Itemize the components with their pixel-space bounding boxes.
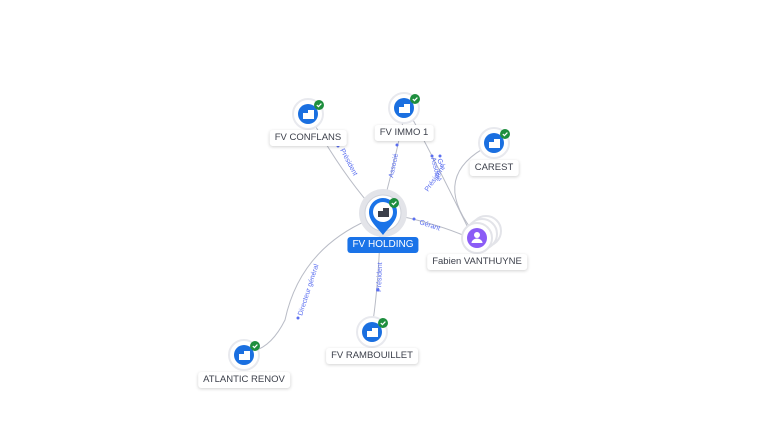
node-label-fv-immo1[interactable]: FV IMMO 1 (374, 125, 434, 141)
building-icon (303, 110, 314, 119)
check-icon (500, 129, 510, 139)
edge-arrows (296, 143, 442, 320)
node-label-fv-conflans[interactable]: FV CONFLANS (269, 130, 347, 146)
edge-holding-atlantic (247, 219, 369, 353)
building-icon (378, 208, 389, 217)
edge-label-fabien-holding: Gérant (418, 219, 441, 232)
edge-fabien-holding (399, 215, 466, 237)
node-label-carest[interactable]: CAREST (469, 160, 519, 176)
edge-label-holding-immo1: Associé (388, 153, 400, 179)
edge-label-holding-atlantic: Directeur général (297, 263, 320, 317)
node-label-fabien-vanthuyne[interactable]: Fabien VANTHUYNE (427, 254, 527, 270)
node-label-fv-holding[interactable]: FV HOLDING (347, 237, 419, 253)
node-fv-holding[interactable] (359, 189, 407, 237)
person-icon (471, 232, 483, 243)
node-fv-conflans[interactable] (292, 98, 324, 130)
edge-label-holding-rambouillet: Président (376, 262, 384, 292)
edge-label-fabien-immo1-a: Gé (435, 158, 446, 170)
node-carest[interactable] (478, 127, 510, 159)
building-icon (489, 139, 500, 148)
building-icon (399, 104, 410, 113)
node-fabien-vanthuyne[interactable] (461, 215, 502, 254)
check-icon (389, 198, 399, 208)
building-icon (239, 351, 250, 360)
check-icon (250, 341, 260, 351)
check-icon (410, 94, 420, 104)
edge-fabien-carest (454, 144, 491, 231)
node-label-atlantic-renov[interactable]: ATLANTIC RENOV (198, 372, 290, 388)
node-fv-rambouillet[interactable] (356, 316, 388, 348)
edge-label-holding-conflans: Président (338, 148, 358, 177)
node-fv-immo1[interactable] (388, 92, 420, 124)
building-icon (367, 328, 378, 337)
node-label-fv-rambouillet[interactable]: FV RAMBOUILLET (326, 348, 418, 364)
check-icon (378, 318, 388, 328)
node-atlantic-renov[interactable] (228, 339, 260, 371)
check-icon (314, 100, 324, 110)
